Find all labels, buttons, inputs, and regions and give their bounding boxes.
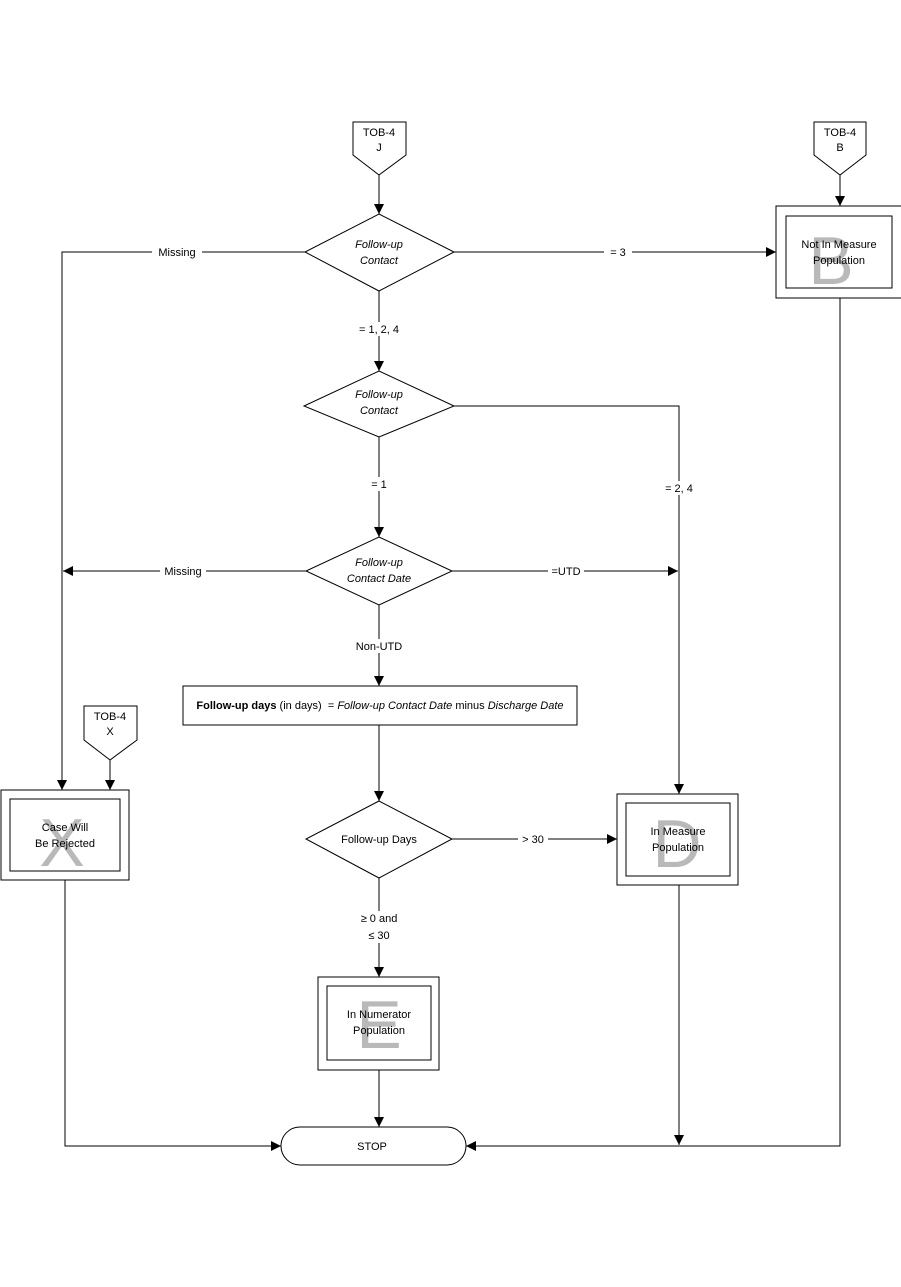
svg-text:Follow-up: Follow-up	[355, 239, 403, 251]
connector-tob4-b: TOB-4 B	[813, 121, 867, 176]
decision-follow-up-contact-1: Follow-up Contact	[303, 213, 456, 292]
outcome-e-in-numerator-population: E In Numerator Population	[317, 976, 440, 1071]
svg-text:Population: Population	[652, 842, 704, 854]
svg-text:In Numerator: In Numerator	[347, 1009, 412, 1021]
edge-label-eq3: = 3	[610, 247, 626, 259]
svg-text:Contact Date: Contact Date	[347, 573, 411, 585]
edge-label-eq124: = 1, 2, 4	[359, 324, 399, 336]
edge-x-to-stop	[64, 880, 281, 1151]
edge-label-missing-2: Missing	[164, 566, 201, 578]
svg-text:TOB-4: TOB-4	[94, 711, 126, 723]
terminator-stop: STOP	[280, 1126, 467, 1166]
svg-text:TOB-4: TOB-4	[824, 127, 856, 139]
outcome-b-not-in-measure-population: B Not In Measure Population	[775, 205, 901, 299]
svg-text:Contact: Contact	[360, 255, 399, 267]
svg-text:Follow-up days (in days) = Fo: Follow-up days (in days) = Follow-up Con…	[196, 700, 563, 712]
connector-tob4-j: TOB-4 J	[352, 121, 407, 176]
edge-labels: Missing = 3 = 1, 2, 4 = 1 = 2, 4 Missing…	[152, 245, 698, 943]
svg-text:Follow-up: Follow-up	[355, 557, 403, 569]
edge-label-eq1: = 1	[371, 479, 387, 491]
edge-label-gt30: > 30	[522, 834, 544, 846]
edge-label-nonutd: Non-UTD	[356, 641, 403, 653]
svg-text:In Measure: In Measure	[650, 826, 705, 838]
svg-text:Not In Measure: Not In Measure	[801, 239, 876, 251]
svg-text:Contact: Contact	[360, 405, 399, 417]
decision-follow-up-contact-2: Follow-up Contact	[302, 370, 456, 438]
outcome-letter-d: D	[652, 806, 701, 882]
decision-follow-up-days: Follow-up Days	[304, 800, 454, 879]
edge-b-to-stop	[466, 298, 841, 1151]
svg-text:B: B	[836, 142, 843, 154]
outcome-letter-x: X	[39, 805, 84, 881]
outcome-d-in-measure-population: D In Measure Population	[616, 793, 739, 886]
svg-text:TOB-4: TOB-4	[363, 127, 395, 139]
edge-label-eq24: = 2, 4	[665, 483, 693, 495]
outcome-x-case-will-be-rejected: X Case Will Be Rejected	[0, 789, 130, 881]
edge-label-ge0: ≥ 0 and	[361, 913, 398, 925]
outcome-letter-e: E	[356, 987, 401, 1063]
edge-d1-missing	[57, 251, 305, 790]
svg-text:Be Rejected: Be Rejected	[35, 838, 95, 850]
svg-text:X: X	[106, 726, 114, 738]
edge-label-le30: ≤ 30	[368, 930, 389, 942]
connector-lines	[57, 175, 845, 1151]
edge-d2-to-d	[454, 405, 684, 794]
edge-label-utd: =UTD	[551, 566, 580, 578]
svg-text:Population: Population	[813, 255, 865, 267]
connector-tob4-x: TOB-4 X	[83, 705, 138, 761]
outcome-letter-b: B	[808, 223, 853, 299]
svg-text:Case Will: Case Will	[42, 822, 88, 834]
svg-text:Follow-up: Follow-up	[355, 389, 403, 401]
edge-label-missing-1: Missing	[158, 247, 195, 259]
svg-text:J: J	[376, 142, 382, 154]
process-follow-up-days-calculation: Follow-up days (in days) = Follow-up Con…	[182, 685, 578, 726]
svg-text:Population: Population	[353, 1025, 405, 1037]
svg-text:Follow-up Days: Follow-up Days	[341, 834, 417, 846]
decision-follow-up-contact-date: Follow-up Contact Date	[304, 536, 454, 606]
svg-text:STOP: STOP	[357, 1141, 387, 1153]
